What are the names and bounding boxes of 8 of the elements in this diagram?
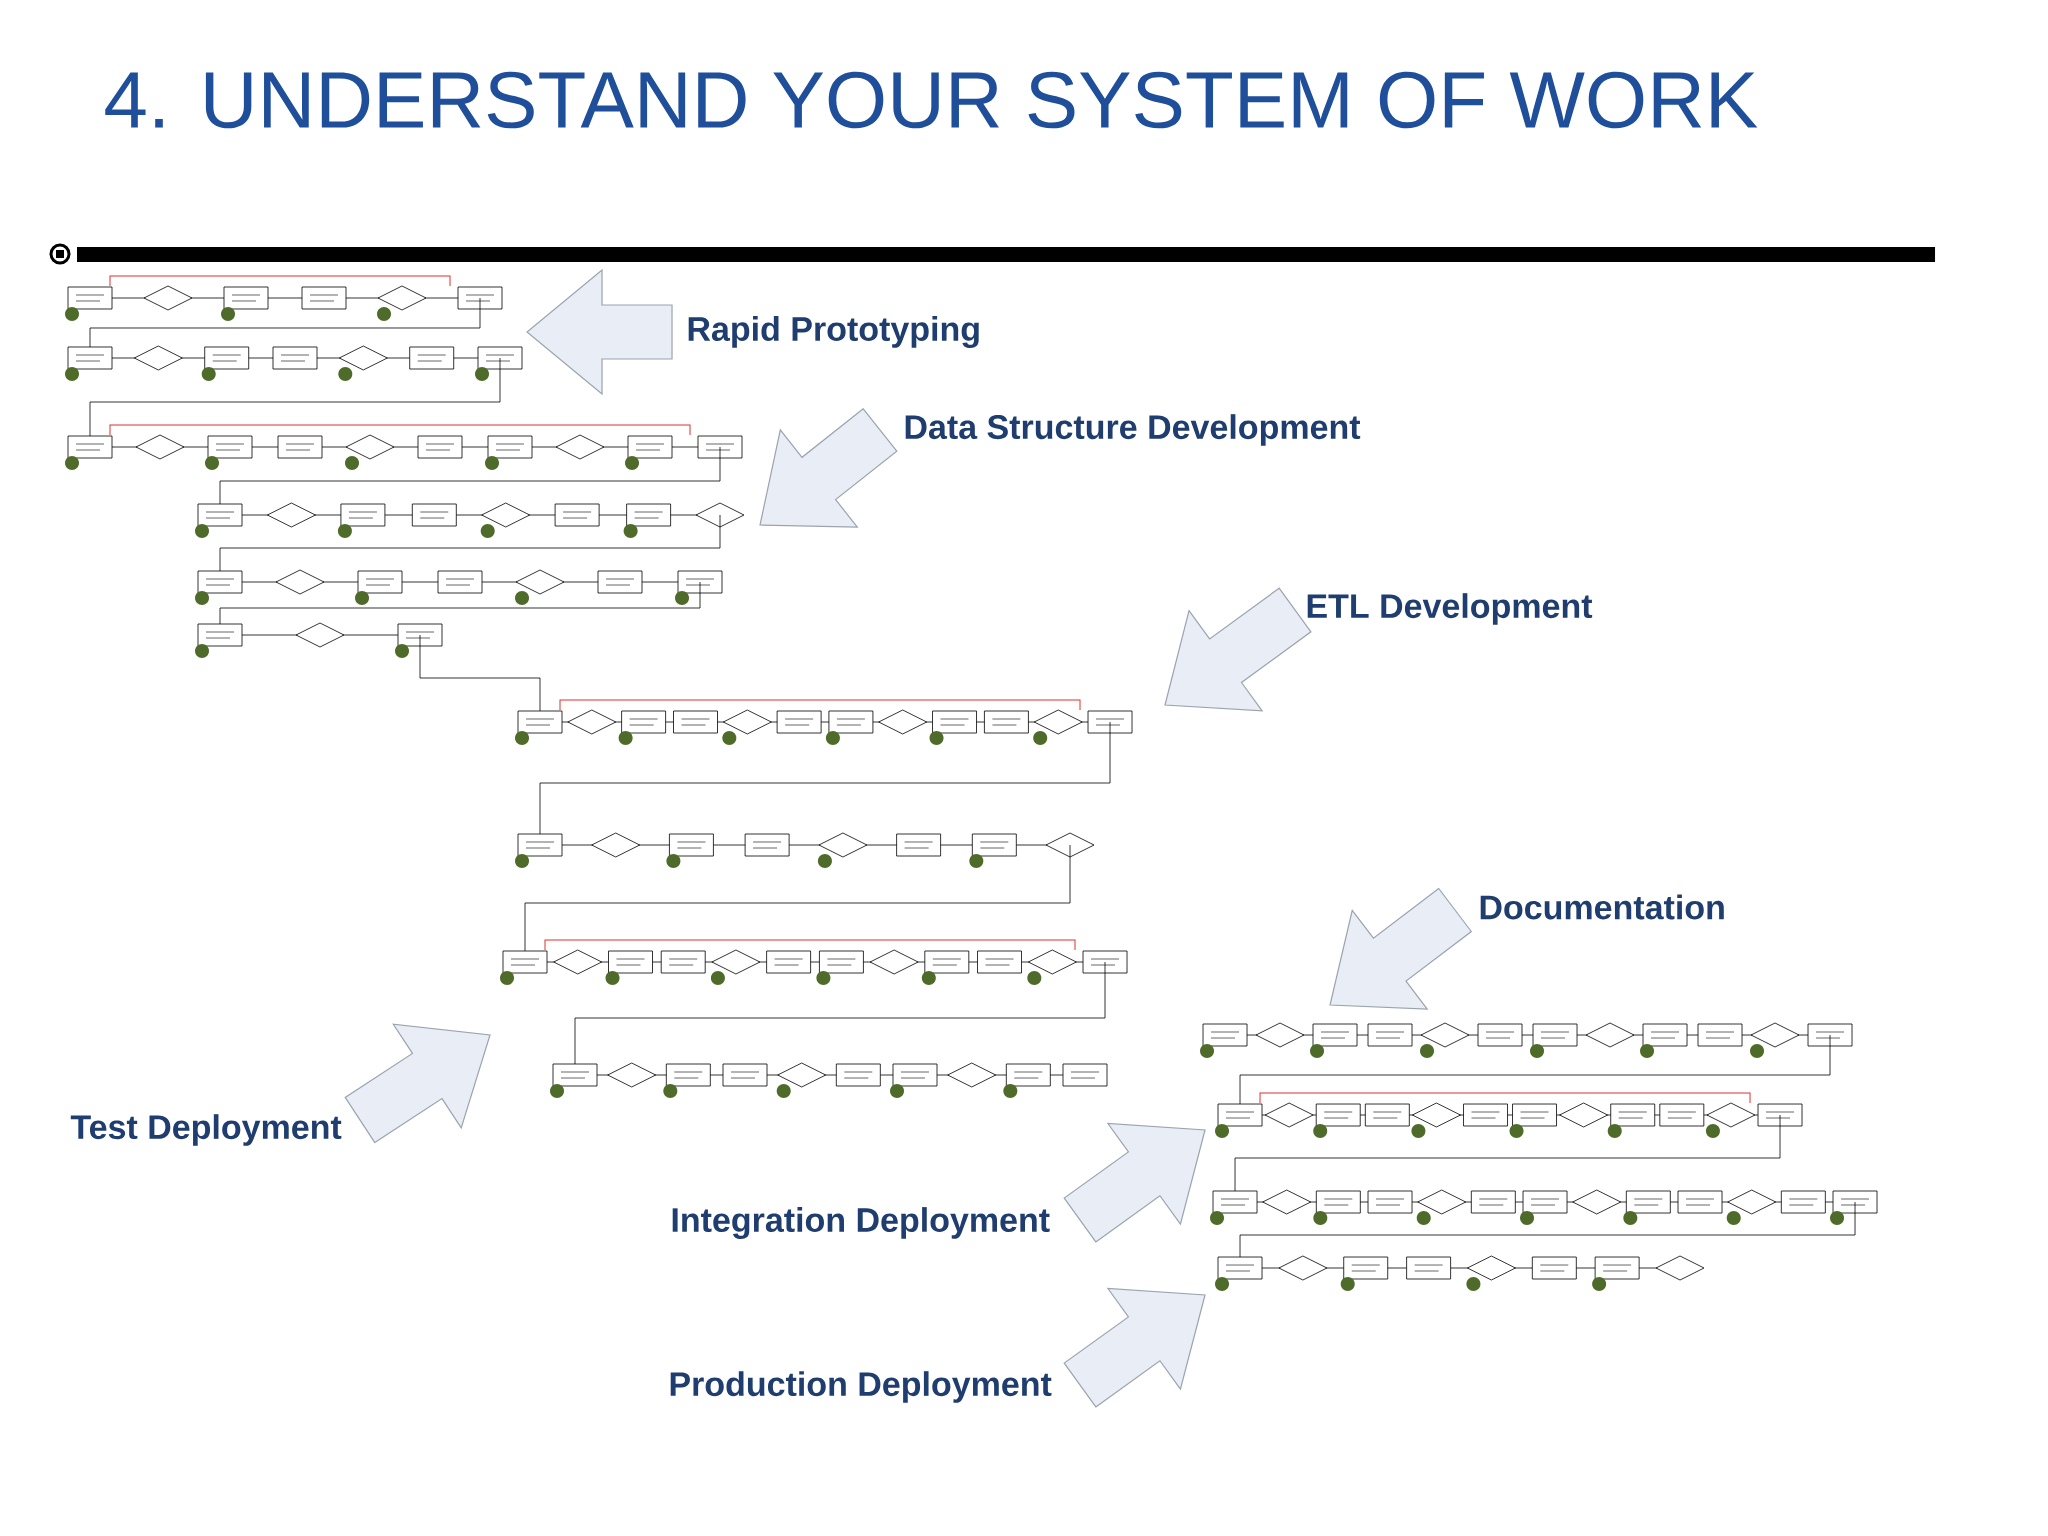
slide-title: 4. UNDERSTAND YOUR SYSTEM OF WORK: [105, 71, 1758, 129]
section-label: Rapid Prototyping: [688, 316, 979, 348]
section-label: Data Structure Development: [905, 414, 1361, 446]
section-label: Test Deployment: [70, 1114, 342, 1146]
section-label: Production Deployment: [670, 1371, 1052, 1403]
section-label: Integration Deployment: [672, 1207, 1050, 1239]
section-label: ETL Development: [1307, 593, 1593, 625]
section-label: Documentation: [1480, 894, 1724, 920]
